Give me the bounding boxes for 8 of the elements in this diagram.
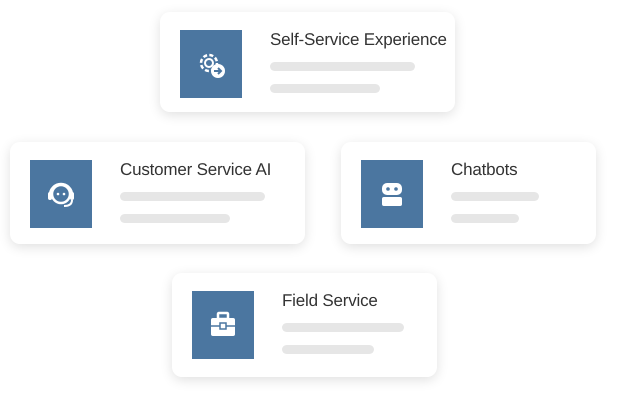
card-title: Field Service: [282, 291, 378, 311]
card-title: Self-Service Experience: [270, 30, 447, 50]
card-title: Customer Service AI: [120, 160, 272, 180]
feature-card: [10, 142, 305, 244]
feature-card: [341, 142, 596, 244]
card-title: Chatbots: [451, 160, 518, 180]
feature-card: [172, 273, 437, 377]
feature-card: [160, 12, 455, 112]
